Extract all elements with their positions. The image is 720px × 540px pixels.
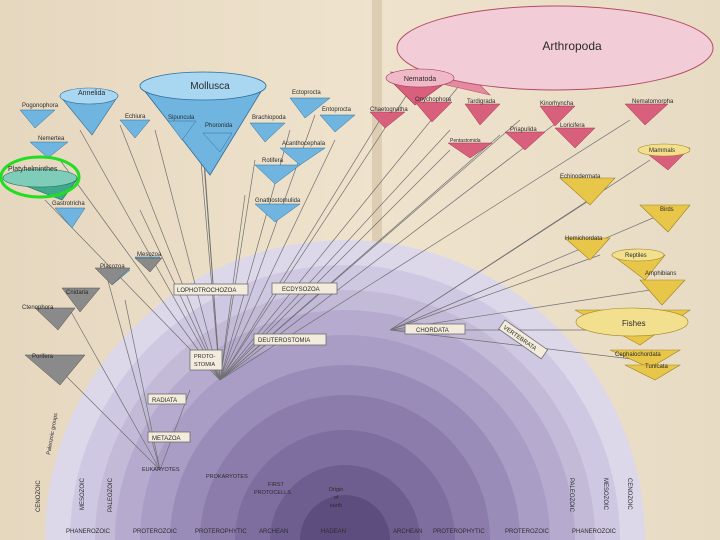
phylum-labels: Annelida Pogonophora Nemertea Platyhelmi… bbox=[8, 90, 676, 370]
placozoa-label: Placozoa bbox=[100, 264, 125, 270]
platyhelminthes-highlight-ring bbox=[0, 155, 81, 199]
nematoda-group: Nematoda bbox=[385, 68, 455, 106]
eukaryotes-label: EUKARYOTES bbox=[142, 467, 180, 473]
tardigrada-label: Tardigrada bbox=[467, 99, 496, 105]
mollusca-group: Mollusca bbox=[139, 71, 267, 176]
birds-label: Birds bbox=[660, 207, 674, 213]
first-protocells-label-bottom: PROTOCELLS bbox=[254, 490, 291, 496]
echinodermata-label: Echinodermata bbox=[560, 174, 601, 180]
amphibians-label: Amphibians bbox=[645, 271, 676, 277]
era-left-mesozoic: MESOZOIC bbox=[80, 477, 86, 510]
acanthocephala-label: Acanthocephala bbox=[282, 141, 326, 147]
fishes-label: Fishes bbox=[622, 319, 646, 328]
nemertea-label: Nemertea bbox=[38, 136, 65, 142]
reptiles-cone bbox=[611, 248, 665, 262]
era-right-mesozoic: MESOZOIC bbox=[602, 478, 608, 511]
fishes-cone bbox=[575, 307, 689, 337]
pogonophora-label: Pogonophora bbox=[22, 103, 59, 109]
loricifera-label: Loricifera bbox=[560, 123, 585, 129]
origin-label-1: Origin bbox=[329, 487, 344, 493]
onychophora-label: Onychophora bbox=[415, 97, 452, 103]
tunicata-label: Tunicata bbox=[645, 364, 668, 370]
era-left-paleozoic: PALEOZOIC bbox=[108, 477, 114, 512]
first-protocells-label-top: FIRST bbox=[268, 482, 285, 488]
mollusca-label: Mollusca bbox=[190, 81, 230, 92]
mollusca-cone bbox=[139, 71, 267, 101]
ecdysozoa-label: ECDYSOZOA bbox=[282, 287, 320, 293]
arthropoda-label: Arthropoda bbox=[542, 39, 602, 53]
era-left-phanerozoic: PHANEROZOIC bbox=[66, 529, 111, 535]
reptiles-label: Reptiles bbox=[625, 253, 647, 259]
era-right-proterophytic: PROTEROPHYTIC bbox=[433, 529, 485, 535]
phoronida-label: Phoronida bbox=[205, 123, 233, 129]
porifera-label: Porifera bbox=[32, 354, 54, 360]
ctenophora-label: Ctenophora bbox=[22, 305, 54, 311]
era-right-cenozoic: CENOZOIC bbox=[626, 478, 632, 510]
era-labels: PHANEROZOIC PROTEROZOIC PROTEROPHYTIC AR… bbox=[36, 477, 632, 535]
brachiopoda-label: Brachiopoda bbox=[252, 115, 286, 121]
rotifera-label: Rotifera bbox=[262, 158, 284, 164]
era-left-proterophytic: PROTEROPHYTIC bbox=[195, 529, 247, 535]
entoprocta-label: Entoprocta bbox=[322, 107, 352, 113]
kinorhyncha-label: Kinorhyncha bbox=[540, 101, 574, 107]
ecdysozoa-cones bbox=[369, 101, 691, 171]
era-left-cenozoic: CENOZOIC bbox=[36, 480, 42, 512]
basal-cones bbox=[24, 257, 163, 386]
mesozoa-label: Mesozoa bbox=[137, 252, 162, 258]
era-left-proterozoic: PROTEROZOIC bbox=[133, 529, 178, 535]
era-right-phanerozoic: PHANEROZOIC bbox=[572, 529, 617, 535]
pentastomida-label: Pentastomida bbox=[450, 138, 481, 144]
platyhelminthes-group bbox=[0, 155, 81, 201]
lophotrochozoa-label: LOPHOTROCHOZOA bbox=[177, 288, 236, 294]
chordata-label: CHORDATA bbox=[416, 328, 449, 334]
era-right-archean: ARCHEAN bbox=[393, 529, 422, 535]
nematomorpha-label: Nematomorpha bbox=[632, 99, 674, 105]
origin-label-2: of bbox=[334, 495, 339, 501]
hemichordata-label: Hemichordata bbox=[565, 236, 603, 242]
gastrotricha-label: Gastrotricha bbox=[52, 201, 85, 207]
sipuncula-label: Sipuncula bbox=[168, 115, 195, 121]
radiata-label: RADIATA bbox=[152, 398, 177, 404]
priapulida-label: Priapulida bbox=[510, 127, 537, 133]
gnathostomulida-label: Gnathostomulida bbox=[255, 198, 301, 204]
era-hadean: HADEAN bbox=[321, 529, 346, 535]
nematoda-label: Nematoda bbox=[404, 76, 436, 83]
cephalochordata-label: Cephalochordata bbox=[615, 352, 661, 358]
era-right-paleozoic: PALEOZOIC bbox=[568, 478, 574, 513]
origin-label-3: earth bbox=[330, 503, 343, 509]
era-left-archean: ARCHEAN bbox=[259, 529, 288, 535]
metazoa-label: METAZOA bbox=[152, 436, 181, 442]
mammals-cone bbox=[637, 143, 691, 157]
annelida-label: Annelida bbox=[78, 90, 105, 97]
branch-lines bbox=[44, 59, 661, 471]
ectoprocta-label: Ectoprocta bbox=[292, 90, 321, 96]
chaetognatha-label: Chaetognatha bbox=[370, 107, 408, 113]
protostomia-label-top: PROTO- bbox=[194, 354, 215, 360]
annelida-group bbox=[59, 87, 119, 136]
platyhelminthes-label: Platyhelminthes bbox=[8, 166, 58, 173]
deuterostomia-label: DEUTEROSTOMIA bbox=[258, 338, 310, 344]
protostomia-label-bottom: STOMIA bbox=[194, 362, 215, 368]
arthropoda-cone bbox=[396, 5, 714, 91]
geologic-rings bbox=[45, 240, 645, 540]
prokaryotes-label: PROKARYOTES bbox=[206, 474, 248, 480]
mammals-label: Mammals bbox=[649, 148, 675, 154]
era-right-proterozoic: PROTEROZOIC bbox=[505, 529, 550, 535]
echiura-label: Echiura bbox=[125, 114, 146, 120]
cnidaria-label: Cnidaria bbox=[66, 290, 89, 296]
